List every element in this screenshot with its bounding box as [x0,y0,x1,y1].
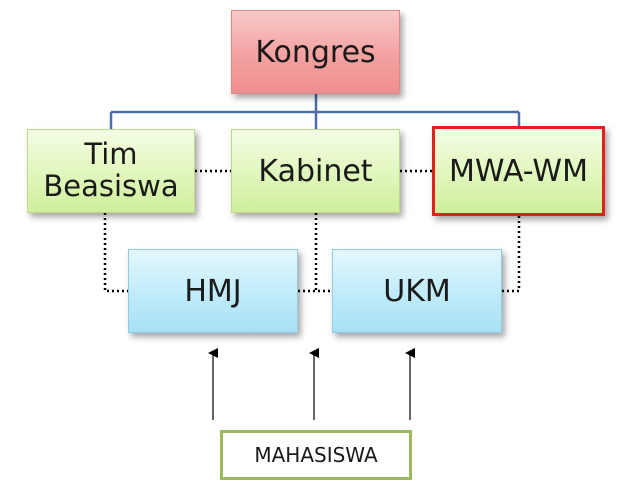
node-mahasiswa: MAHASISWA [220,430,412,480]
node-tim-beasiswa: Tim Beasiswa [27,129,195,213]
node-mahasiswa-label: MAHASISWA [254,443,378,467]
node-mwa-wm: MWA-WM [432,126,605,216]
upward-arrows [208,348,415,420]
node-tim-beasiswa-label: Tim Beasiswa [43,137,179,203]
node-kongres: Kongres [231,10,400,94]
coordination-dotted-lines-lower [103,213,521,293]
node-kabinet-label: Kabinet [258,153,373,189]
node-mwa-wm-label: MWA-WM [449,153,588,189]
hierarchy-connector [109,94,521,129]
node-kabinet: Kabinet [231,129,400,213]
node-ukm-label: UKM [383,273,451,309]
node-kongres-label: Kongres [255,34,376,70]
node-hmj-label: HMJ [184,273,242,309]
node-hmj: HMJ [128,249,298,333]
node-ukm: UKM [332,249,502,333]
